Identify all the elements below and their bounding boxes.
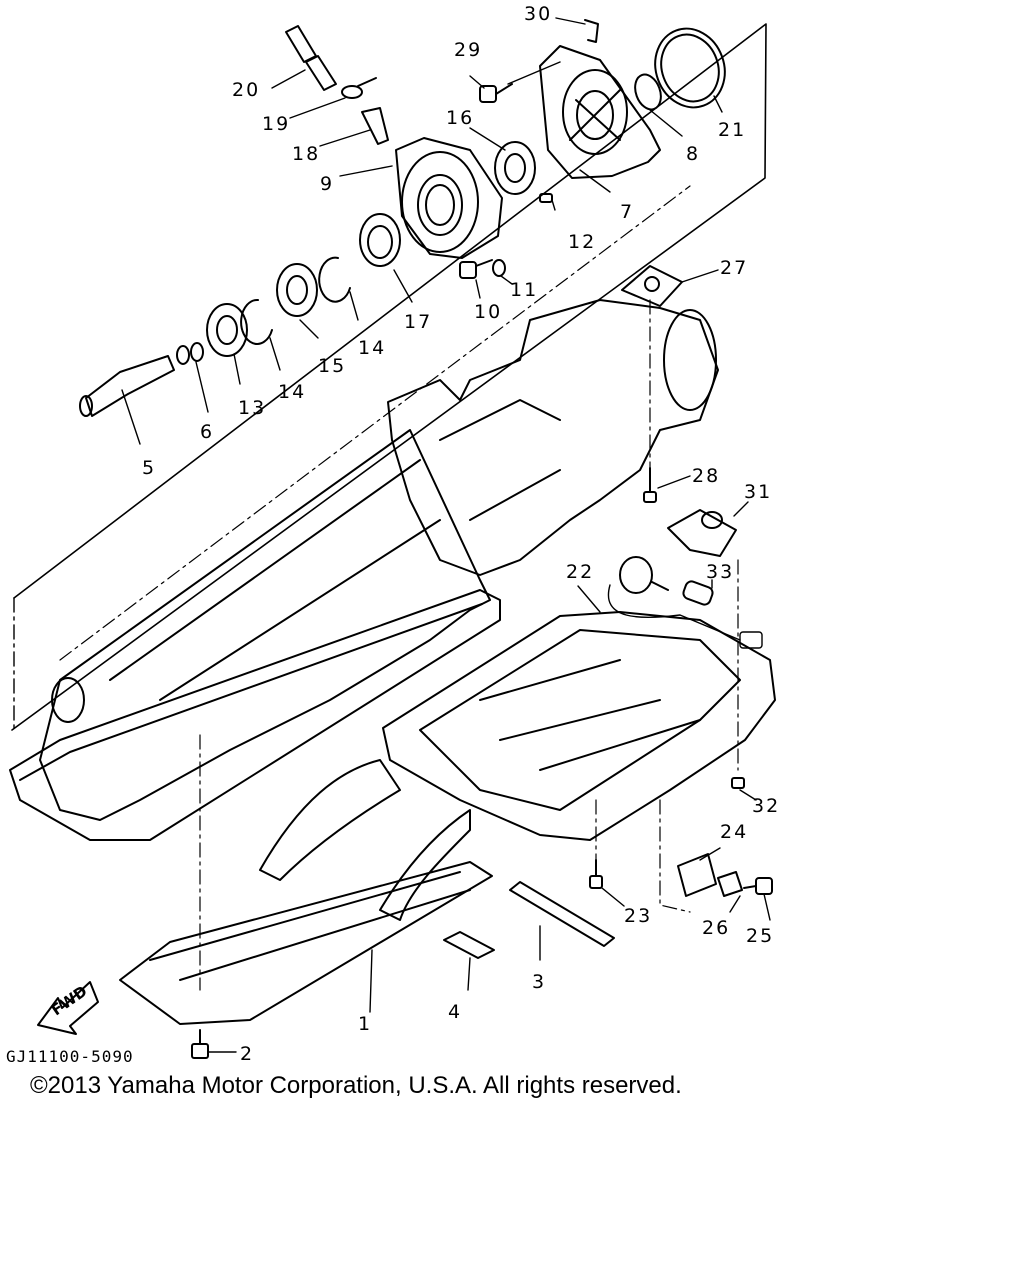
callout-21: 21	[718, 119, 746, 141]
part-drive-shaft	[79, 355, 175, 417]
callout-27: 27	[720, 257, 748, 279]
callout-16: 16	[446, 107, 474, 129]
part-washer-11	[492, 259, 506, 277]
callout-23: 23	[624, 905, 652, 927]
callout-3: 3	[532, 971, 546, 993]
callout-33: 33	[706, 561, 734, 583]
ride-plate-assembly	[119, 759, 493, 1025]
center-lines	[59, 185, 739, 991]
callout-17: 17	[404, 311, 432, 333]
callout-25: 25	[746, 925, 774, 947]
intake-base-plate	[9, 589, 501, 841]
part-collar	[359, 213, 401, 267]
part-o-rings	[176, 342, 204, 365]
callout-12: 12	[568, 231, 596, 253]
part-plate-26	[717, 871, 743, 897]
callout-28: 28	[692, 465, 720, 487]
callout-5: 5	[142, 457, 156, 479]
callout-29: 29	[454, 39, 482, 61]
part-circlip-upper	[318, 256, 351, 303]
callout-15: 15	[318, 355, 346, 377]
wire-harness	[607, 584, 763, 649]
callout-11: 11	[510, 279, 538, 301]
part-intake-grate	[382, 611, 776, 841]
callout-10: 10	[474, 301, 502, 323]
callout-1: 1	[358, 1013, 372, 1035]
callout-4: 4	[448, 1001, 462, 1023]
callout-9: 9	[320, 173, 334, 195]
part-pipe-hose	[285, 25, 337, 91]
callout-32: 32	[752, 795, 780, 817]
part-bearing-15	[276, 263, 318, 317]
callout-18: 18	[292, 143, 320, 165]
part-cover-27	[621, 265, 683, 307]
part-bolt-28	[643, 467, 657, 503]
callout-14-upper: 14	[358, 337, 386, 359]
part-nipple	[361, 107, 389, 145]
part-cover-plate	[539, 45, 661, 179]
callout-14-lower: 14	[278, 381, 306, 403]
callout-labels: 1 2 3 4 5 6 7 8 9 10 11 12 13 14 14 15 1…	[6, 3, 780, 1066]
callout-24: 24	[720, 821, 748, 843]
part-sleeve-33	[682, 580, 714, 606]
pump-housing	[387, 299, 719, 576]
part-sensor-31	[667, 509, 737, 557]
part-small-o-ring	[634, 73, 662, 111]
part-sensor-plug	[619, 556, 669, 594]
intake-duct	[39, 429, 491, 821]
part-clip	[584, 19, 599, 43]
part-bearing-13	[206, 303, 248, 357]
part-bearing-16	[494, 141, 536, 195]
callout-30: 30	[524, 3, 552, 25]
drawing-code: GJ11100-5090	[6, 1047, 134, 1066]
part-dowel-pin	[539, 193, 553, 203]
part-strip-3	[509, 881, 615, 947]
callout-7: 7	[620, 201, 634, 223]
part-bolt-10	[459, 259, 493, 279]
callout-19: 19	[262, 113, 290, 135]
callout-8: 8	[686, 143, 700, 165]
part-bolt-2	[191, 1029, 209, 1059]
callout-31: 31	[744, 481, 772, 503]
part-bolt-25	[743, 877, 773, 895]
callout-26: 26	[702, 917, 730, 939]
part-bolt-32	[731, 777, 745, 789]
part-block-24	[677, 853, 717, 897]
part-large-o-ring	[654, 27, 726, 109]
callout-2: 2	[240, 1043, 254, 1065]
exploded-view-frame	[11, 23, 767, 731]
callout-22: 22	[566, 561, 594, 583]
part-hose-clamp	[341, 77, 377, 99]
part-bolt-29	[479, 83, 513, 103]
callout-6: 6	[200, 421, 214, 443]
copyright-notice: ©2013 Yamaha Motor Corporation, U.S.A. A…	[30, 1072, 682, 1099]
fwd-arrow-icon	[37, 981, 99, 1035]
part-circlip-lower	[240, 298, 273, 345]
part-bolt-23	[589, 859, 603, 889]
leader-lines	[121, 17, 771, 1053]
callout-13: 13	[238, 397, 266, 419]
part-pad-4	[443, 931, 495, 959]
part-bearing-housing	[395, 137, 503, 259]
callout-20: 20	[232, 79, 260, 101]
